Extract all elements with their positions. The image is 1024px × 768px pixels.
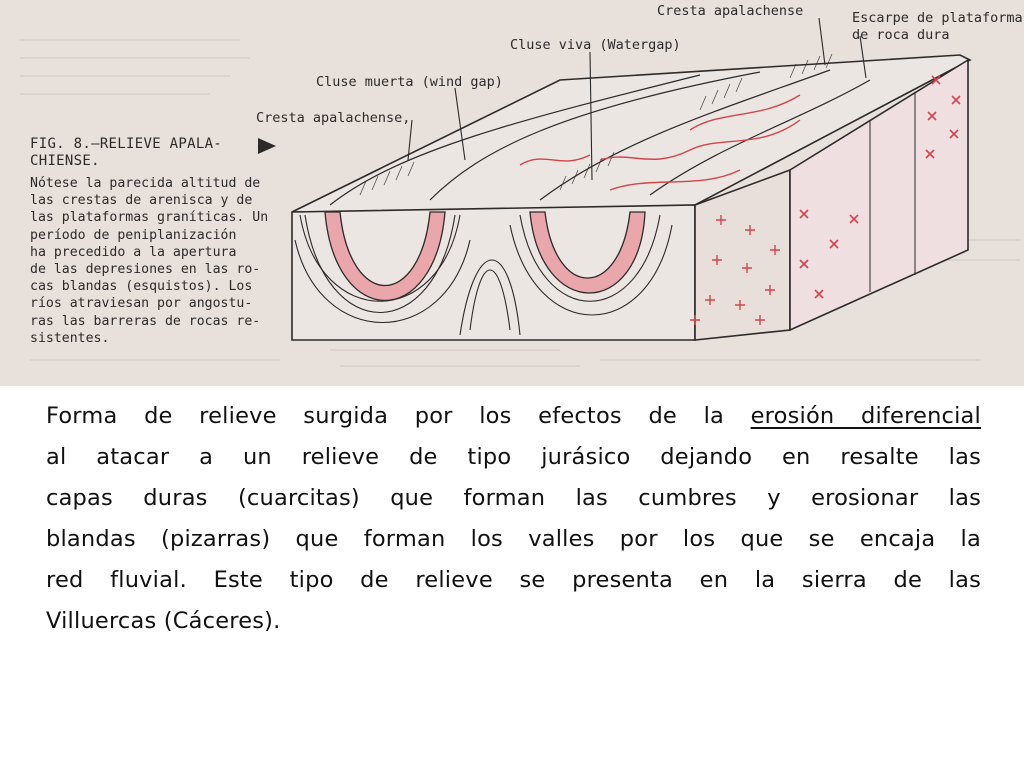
- label-escarpe-line1: Escarpe de plataforma: [852, 10, 1023, 26]
- label-escarpe-line2: de roca dura: [852, 27, 950, 43]
- caption-title-line1: FIG. 8.—RELIEVE APALA-: [30, 136, 223, 152]
- figure-caption-body: Nótese la parecida altitud de las cresta…: [30, 175, 288, 347]
- caption-title-line2: CHIENSE.: [30, 153, 100, 169]
- caption-line: de las depresiones en las ro-: [30, 262, 261, 278]
- caption-line: ríos atraviesan por angostu-: [30, 296, 253, 312]
- paragraph-line-6: Villuercas (Cáceres).: [46, 608, 281, 634]
- figure-scan: Cresta apalachense Escarpe de plataforma…: [0, 0, 1024, 386]
- figure-caption-title: FIG. 8.—RELIEVE APALA- CHIENSE.: [30, 136, 270, 170]
- paragraph-line-1: Forma de relieve surgida por los efectos…: [46, 396, 981, 437]
- label-cresta-apalachense-top: Cresta apalachense: [657, 3, 804, 19]
- label-cresta-apalachense-left: Cresta apalachense,: [256, 110, 411, 126]
- paragraph-line-4: blandas (pizarras) que forman los valles…: [46, 526, 981, 552]
- caption-line: cas blandas (esquistos). Los: [30, 279, 253, 295]
- caption-line: período de peniplanización: [30, 227, 237, 243]
- description-paragraph: Forma de relieve surgida por los efectos…: [46, 396, 981, 642]
- caption-line: las plataformas graníticas. Un: [30, 210, 269, 226]
- block-diagram: [20, 17, 1020, 367]
- paragraph-line-5: red fluvial. Este tipo de relieve se pre…: [46, 567, 981, 593]
- caption-line: las crestas de arenisca y de: [30, 193, 253, 209]
- paragraph-line-3: capas duras (cuarcitas) que forman las c…: [46, 485, 981, 511]
- caption-arrow-icon: [258, 138, 276, 154]
- caption-line: ras las barreras de rocas re-: [30, 313, 261, 329]
- caption-line: Nótese la parecida altitud de: [30, 176, 261, 191]
- paragraph-line-2: al atacar a un relieve de tipo jurásico …: [46, 444, 981, 470]
- label-cluse-viva: Cluse viva (Watergap): [510, 37, 681, 53]
- paragraph-text: Forma de relieve surgida por los efectos…: [46, 403, 751, 429]
- label-cluse-muerta: Cluse muerta (wind gap): [316, 74, 503, 90]
- caption-line: ha precedido a la apertura: [30, 244, 237, 260]
- link-erosion-diferencial[interactable]: erosión diferencial: [750, 403, 981, 429]
- caption-line: sistentes.: [30, 330, 110, 346]
